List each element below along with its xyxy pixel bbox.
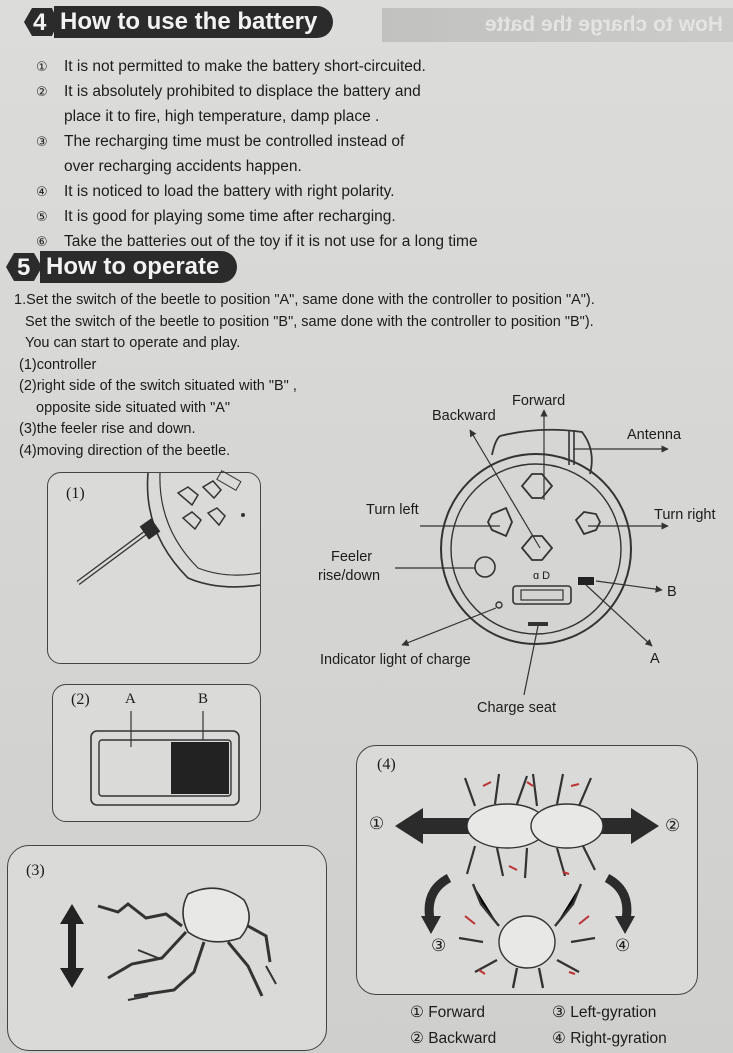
instruction-line: opposite side situated with "A" bbox=[36, 399, 231, 416]
legend-forward: ① Forward bbox=[410, 1004, 486, 1021]
panel-2-label: (2) bbox=[71, 691, 90, 708]
feeler-illustration bbox=[60, 887, 277, 1001]
label-b: B bbox=[667, 584, 677, 600]
instruction-line: You can start to operate and play. bbox=[25, 335, 241, 351]
legend-right-gyration: ④ Right-gyration bbox=[552, 1030, 667, 1047]
list-item: place it to fire, high temperature, damp… bbox=[64, 108, 380, 125]
movement-legend-left: ① Forward ② Backward bbox=[410, 1000, 496, 1052]
movement-marker-4: ④ bbox=[615, 936, 631, 955]
panel-feeler: (3) bbox=[7, 845, 327, 1051]
instruction-line: Set the switch of the beetle to position… bbox=[25, 313, 594, 330]
label-feeler: Feeler bbox=[331, 549, 373, 565]
legend-left-gyration: ③ Left-gyration bbox=[552, 1004, 657, 1021]
section-number-badge-4 bbox=[24, 8, 58, 36]
controller-diagram bbox=[395, 409, 669, 696]
movement-marker-1: ① bbox=[369, 814, 385, 833]
label-turn-right: Turn right bbox=[654, 507, 716, 523]
label-forward: Forward bbox=[512, 393, 566, 409]
section-5-header: 5 How to operate bbox=[4, 251, 238, 283]
switch-label-b: B bbox=[198, 691, 209, 707]
switch-illustration bbox=[90, 711, 240, 806]
label-a: A bbox=[650, 651, 660, 667]
panel-4-label: (4) bbox=[377, 756, 396, 773]
controller-illustration bbox=[76, 469, 261, 588]
section-5-title: How to operate bbox=[46, 253, 220, 280]
instruction-line: (4)moving direction of the beetle. bbox=[19, 442, 231, 459]
movement-illustration bbox=[395, 773, 659, 989]
label-backward: Backward bbox=[432, 408, 496, 424]
panel-switch: (2) A B bbox=[52, 684, 261, 822]
movement-marker-2: ② bbox=[665, 816, 681, 835]
section-number-badge-5 bbox=[6, 253, 42, 281]
panel-1-label: (1) bbox=[66, 485, 85, 502]
label-charge-seat: Charge seat bbox=[477, 700, 556, 716]
section-4-number: 4 bbox=[33, 9, 47, 36]
operate-instructions: 1.Set the switch of the beetle to positi… bbox=[14, 290, 595, 462]
switch-label-a: A bbox=[125, 691, 136, 707]
movement-marker-3: ③ bbox=[431, 936, 447, 955]
section-4-title: How to use the battery bbox=[60, 8, 318, 35]
movement-legend-right: ③ Left-gyration ④ Right-gyration bbox=[552, 1000, 667, 1052]
instruction-line: 1.Set the switch of the beetle to positi… bbox=[14, 292, 595, 308]
panel-movement: (4) ① ② ③ ④ bbox=[356, 745, 698, 995]
legend-backward: ② Backward bbox=[410, 1030, 497, 1047]
instruction-line: (3)the feeler rise and down. bbox=[19, 421, 196, 437]
instruction-line: (2)right side of the switch situated wit… bbox=[19, 378, 297, 394]
section-4-header: 4 How to use the battery bbox=[18, 6, 334, 38]
list-item: over recharging accidents happen. bbox=[64, 158, 302, 175]
instruction-line: (1)controller bbox=[19, 356, 97, 373]
panel-controller: (1) bbox=[47, 469, 261, 664]
label-rise-down: rise/down bbox=[318, 568, 381, 584]
label-indicator-light: Indicator light of charge bbox=[320, 652, 471, 668]
label-switch-marks: ɑ D bbox=[533, 570, 551, 582]
panel-3-label: (3) bbox=[26, 862, 45, 879]
label-antenna: Antenna bbox=[627, 427, 682, 443]
label-turn-left: Turn left bbox=[366, 502, 419, 518]
section-5-number: 5 bbox=[17, 254, 31, 281]
